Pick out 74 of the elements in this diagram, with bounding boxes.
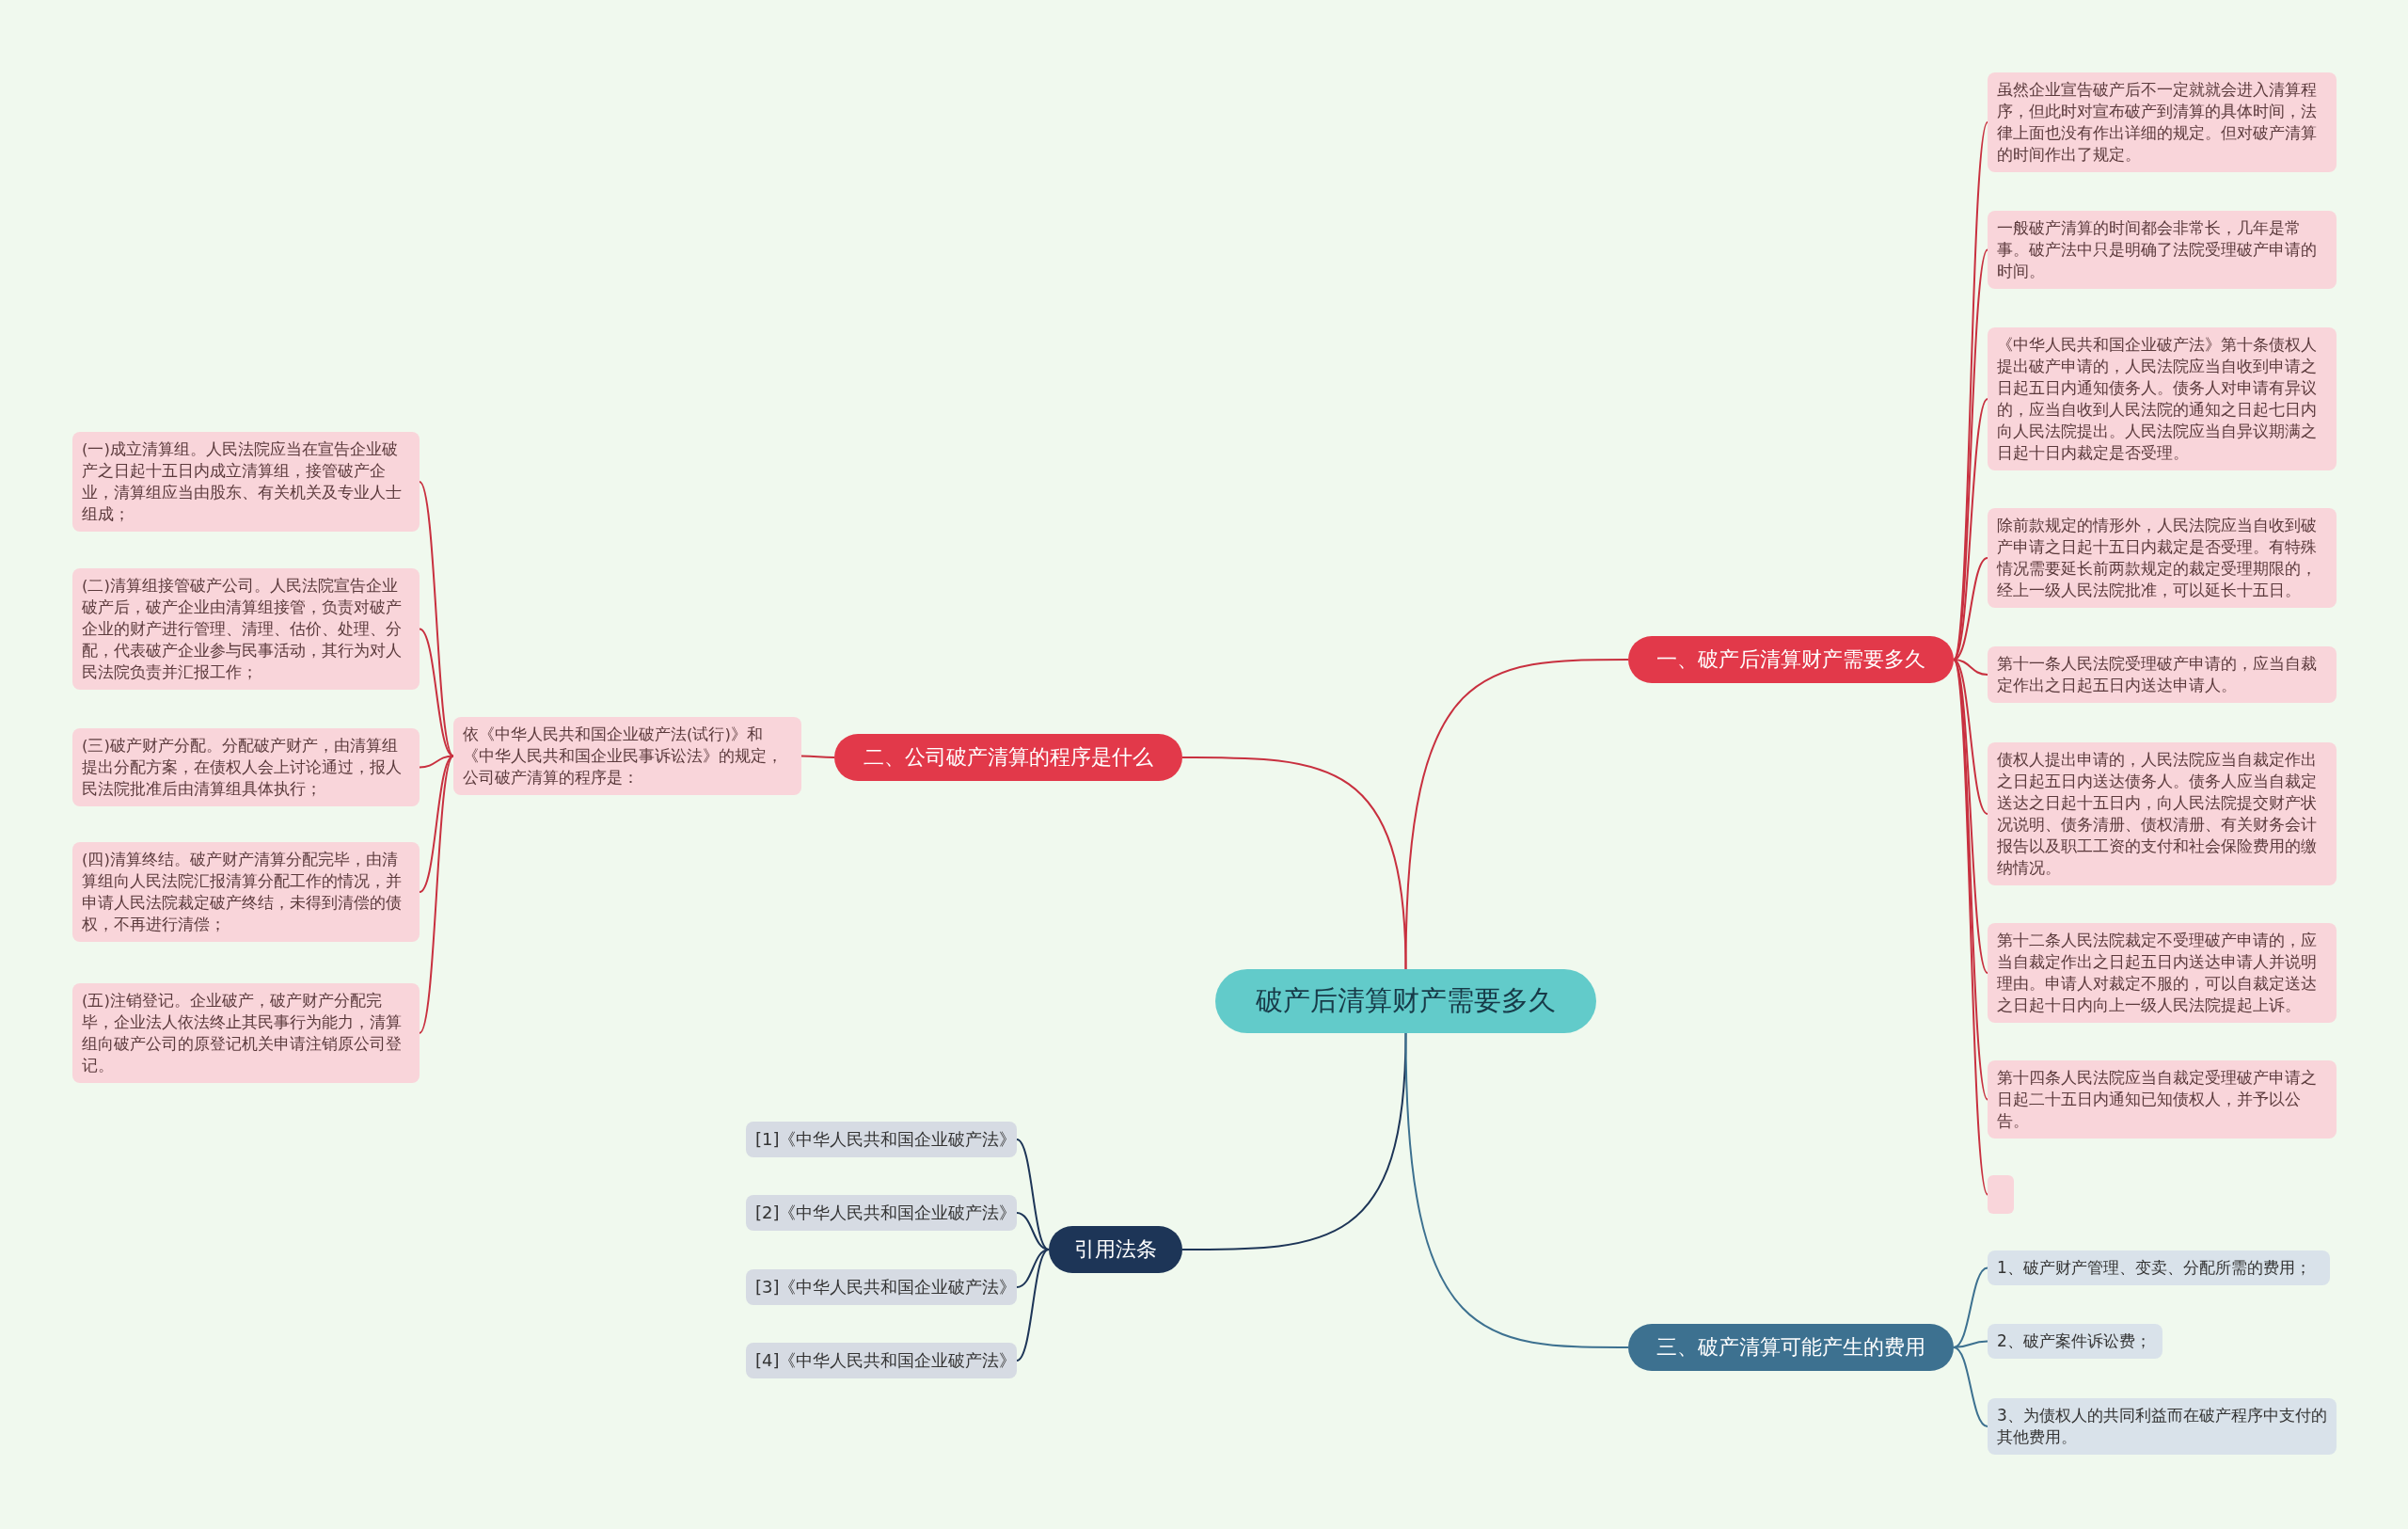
note-text: [3]《中华人民共和国企业破产法》 (755, 1276, 1007, 1298)
topic-text: 引用法条 (1073, 1236, 1158, 1263)
connector-line (1404, 1032, 1629, 1348)
note-text: (四)清算终结。破产财产清算分配完毕，由清算组向人民法院汇报清算分配工作的情况，并申请人民法院裁定破产终结，未得到清偿的债权，不再进行清偿； (82, 850, 403, 935)
note-card (1988, 1398, 2337, 1455)
connector-line (419, 755, 454, 893)
connector-line (1953, 659, 1988, 974)
note-text: 债权人提出申请的，人民法院应当自裁定作出之日起五日内送达债务人。债务人应当自裁定送达之日起十五日内，向人民法院提交财产状况说明、债务清册、债权清册、有关财务会计报告以及职工工资的支付和社会保险费用的缴纳情况。 (1997, 750, 2318, 879)
note-card (1988, 742, 2337, 885)
note-card (1988, 327, 2337, 470)
note-text: 《中华人民共和国企业破产法》第十条债权人提出破产申请的，人民法院应当自收到申请之日起五日内通知债务人。债务人对申请有异议的，应当自收到人民法院的通知之日起七日内向人民法院提出。人民法院应当自异议期满之日起十日内裁定是否受理。 (1997, 335, 2318, 464)
reference-card (746, 1269, 1017, 1305)
note-text: 第十二条人民法院裁定不受理破产申请的，应当自裁定作出之日起五日内送达申请人并说明理由。申请人对裁定不服的，可以自裁定送达之日起十日内向上一级人民法院提起上诉。 (1997, 931, 2318, 1016)
connector-line (1016, 1139, 1050, 1250)
reference-card (746, 1343, 1017, 1378)
connector-line (1181, 1032, 1407, 1250)
note-text: 第十四条人民法院应当自裁定受理破产申请之日起二十五日内通知已知债权人，并予以公告。 (1997, 1068, 2318, 1132)
reference-card (746, 1195, 1017, 1231)
note-text: (一)成立清算组。人民法院应当在宣告企业破产之日起十五日内成立清算组，接管破产企业，清算组应当由股东、有关机关及专业人士组成； (82, 439, 403, 525)
note-card (72, 568, 420, 690)
note-card (1988, 1324, 2162, 1359)
connector-line (1016, 1249, 1050, 1362)
note-text: [4]《中华人民共和国企业破产法》 (755, 1349, 1007, 1372)
reference-card (746, 1122, 1017, 1157)
connector-line (419, 755, 454, 1034)
connector-line (1953, 1340, 1988, 1348)
topic-text: 破产后清算财产需要多久 (1255, 983, 1557, 1018)
note-card (72, 728, 420, 806)
connector-line (1953, 659, 1988, 815)
connector-line (1953, 1266, 1988, 1348)
topic-text: 二、公司破产清算的程序是什么 (863, 744, 1154, 771)
connector-line (1953, 398, 1988, 661)
note-text: [1]《中华人民共和国企业破产法》 (755, 1128, 1007, 1151)
connector-line (1016, 1249, 1050, 1288)
note-text: 1、破产财产管理、变卖、分配所需的费用； (1997, 1257, 2312, 1279)
connector-line (419, 628, 454, 757)
note-text: (二)清算组接管破产公司。人民法院宣告企业破产后，破产企业由清算组接管，负责对破产企业的财产进行管理、清理、估价、处理、分配，代表破产企业参与民事活动，其行为对人民法院负责并汇报工作； (82, 576, 403, 683)
note-text: (五)注销登记。企业破产，破产财产分配完毕，企业法人依法终止其民事行为能力，清算组向破产公司的原登记机关申请注销原公司登记。 (82, 991, 403, 1076)
connector-line (1181, 757, 1407, 970)
connector-line (1953, 248, 1988, 661)
note-text: 2、破产案件诉讼费； (1997, 1330, 2152, 1352)
connector-line (800, 755, 835, 758)
connector-line (419, 481, 454, 757)
topic-text: 三、破产清算可能产生的费用 (1656, 1334, 1926, 1361)
note-card (453, 717, 801, 795)
note-text: 一般破产清算的时间都会非常长，几年是常事。破产法中只是明确了法院受理破产申请的时间。 (1997, 218, 2318, 282)
note-card (1988, 1250, 2330, 1285)
branch-topic (1049, 1226, 1182, 1273)
branch-topic (1628, 636, 1954, 683)
connector-line (1953, 1346, 1988, 1427)
connector-line (1953, 557, 1988, 661)
note-card (72, 432, 420, 532)
note-text: [2]《中华人民共和国企业破产法》 (755, 1202, 1007, 1224)
topic-text: 一、破产后清算财产需要多久 (1656, 646, 1926, 673)
note-card (72, 983, 420, 1083)
connector-line (1953, 659, 1988, 676)
note-card (1988, 923, 2337, 1023)
note-text: 依《中华人民共和国企业破产法(试行)》和《中华人民共和国企业民事诉讼法》的规定，公司破产清算的程序是： (463, 725, 784, 788)
note-text: 第十一条人民法院受理破产申请的，应当自裁定作出之日起五日内送达申请人。 (1997, 654, 2318, 696)
empty-card (1988, 1175, 2014, 1214)
connector-line (1953, 659, 1988, 1196)
note-card (1988, 1060, 2337, 1139)
note-card (1988, 211, 2337, 289)
note-card (72, 842, 420, 942)
note-text: 除前款规定的情形外，人民法院应当自收到破产申请之日起十五日内裁定是否受理。有特殊情况需要延长前两款规定的裁定受理期限的，经上一级人民法院批准，可以延长十五日。 (1997, 516, 2318, 601)
branch-topic (834, 734, 1182, 781)
note-card (1988, 72, 2337, 172)
note-card (1988, 646, 2337, 703)
connector-line (1404, 659, 1629, 970)
branch-topic (1628, 1324, 1954, 1371)
note-text: 3、为债权人的共同利益而在破产程序中支付的其他费用。 (1997, 1405, 2327, 1448)
note-text: (三)破产财产分配。分配破产财产，由清算组提出分配方案，在债权人会上讨论通过，报人民法院批准后由清算组具体执行； (82, 736, 403, 800)
note-card (1988, 508, 2337, 608)
note-text: 虽然企业宣告破产后不一定就就会进入清算程序，但此时对宣布破产到清算的具体时间，法律上面也没有作出详细的规定。但对破产清算的时间作出了规定。 (1997, 80, 2318, 166)
